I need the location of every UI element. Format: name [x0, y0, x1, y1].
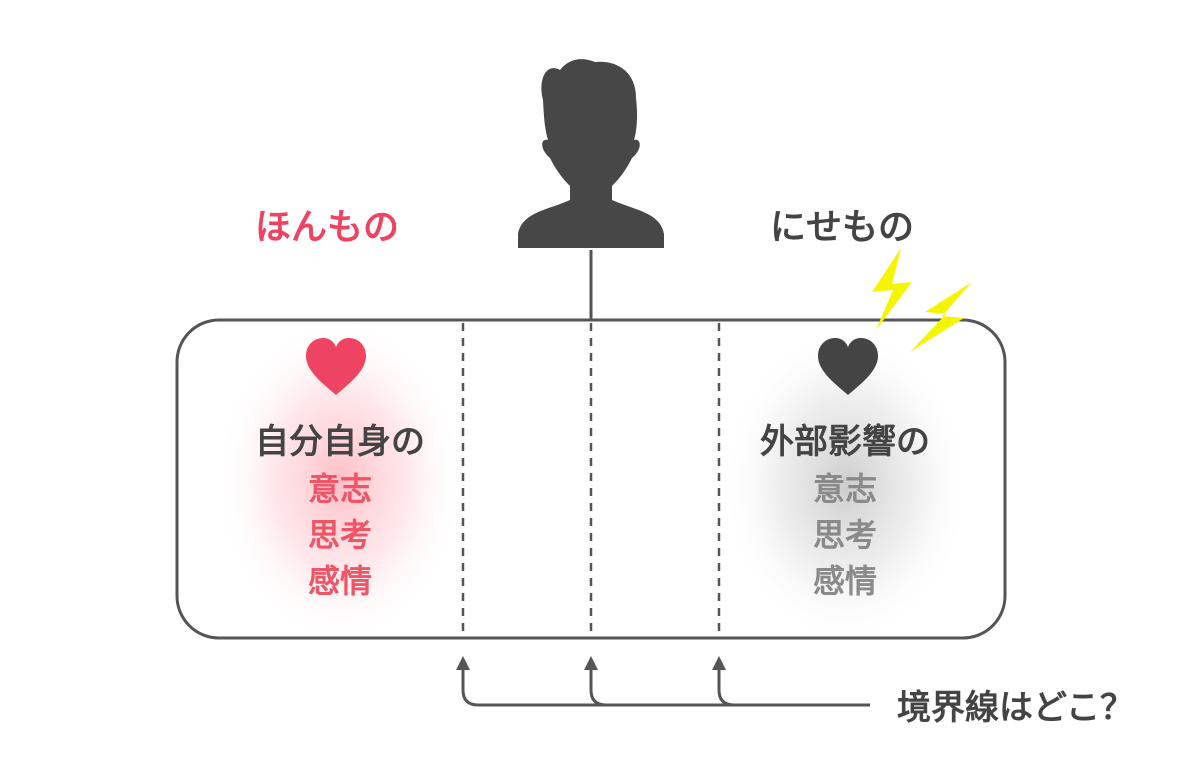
- fake-item-emotion: 感情: [812, 562, 877, 600]
- fake-glow: [721, 325, 971, 645]
- fake-item-will: 意志: [812, 470, 877, 508]
- real-title: ほんもの: [255, 207, 400, 248]
- real-column-heading: 自分自身の: [255, 422, 425, 462]
- fake-title: にせもの: [770, 207, 915, 248]
- arrow-heads: [456, 656, 726, 670]
- real-glow: [215, 315, 465, 645]
- boundary-arrows: [461, 662, 870, 707]
- real-item-will: 意志: [307, 470, 372, 508]
- boundary-question: 境界線はどこ？: [897, 688, 1134, 728]
- real-item-thought: 思考: [307, 516, 372, 554]
- lightning-bolt-icon: [872, 248, 912, 330]
- mind-box: [175, 318, 1007, 640]
- fake-item-thought: 思考: [812, 516, 877, 554]
- fake-column-heading: 外部影響の: [760, 422, 930, 462]
- fake-column: 外部影響の 意志 思考 感情: [705, 418, 985, 604]
- real-item-emotion: 感情: [307, 562, 372, 600]
- lightning-bolt-icon: [910, 282, 972, 352]
- person-silhouette-icon: [518, 59, 664, 248]
- real-heart-icon: [306, 338, 366, 395]
- fake-heart-icon: [818, 338, 878, 395]
- real-column: 自分自身の 意志 思考 感情: [200, 418, 480, 604]
